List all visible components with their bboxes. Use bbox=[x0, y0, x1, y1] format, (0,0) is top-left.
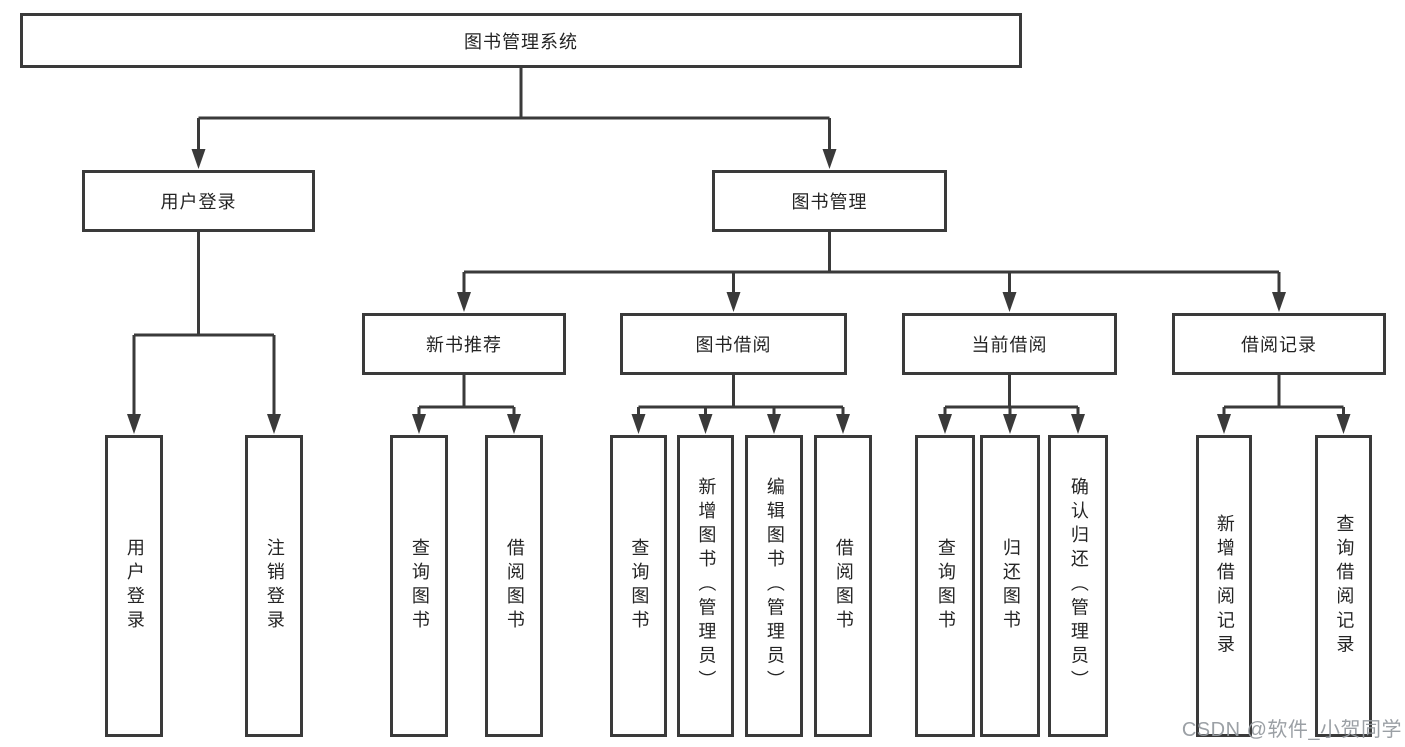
connector-currentborrow-to-leaves bbox=[943, 375, 1080, 415]
node-borrow-records: 借阅记录 bbox=[1172, 313, 1386, 375]
leaf-edit-books-admin: 编辑图书（管理员） bbox=[745, 435, 803, 737]
arrowhead-icon bbox=[1272, 292, 1286, 312]
arrowhead-icon bbox=[1003, 414, 1017, 434]
node-root: 图书管理系统 bbox=[20, 13, 1022, 68]
arrowhead-icon bbox=[267, 414, 281, 434]
leaf-confirm-return-admin: 确认归还（管理员） bbox=[1048, 435, 1108, 737]
connector-root-to-level2 bbox=[197, 68, 831, 150]
arrowhead-icon bbox=[507, 414, 521, 434]
leaf-logout: 注销登录 bbox=[245, 435, 303, 737]
arrowhead-icon bbox=[698, 414, 713, 434]
node-book-borrow: 图书借阅 bbox=[620, 313, 847, 375]
node-book-management: 图书管理 bbox=[712, 170, 947, 232]
arrowhead-icon bbox=[1336, 414, 1351, 434]
leaf-query-books-recommend: 查询图书 bbox=[390, 435, 448, 737]
arrowhead-icon bbox=[191, 149, 206, 169]
leaf-query-borrow-record: 查询借阅记录 bbox=[1315, 435, 1372, 737]
connector-bookmgmt-to-level3 bbox=[462, 232, 1281, 293]
arrowhead-icon bbox=[836, 414, 850, 434]
arrowhead-icon bbox=[631, 414, 646, 434]
arrowhead-icon bbox=[726, 292, 741, 312]
leaf-query-books-current: 查询图书 bbox=[915, 435, 975, 737]
leaf-return-books: 归还图书 bbox=[980, 435, 1040, 737]
connector-borrowrecords-to-leaves bbox=[1222, 375, 1345, 415]
node-user-login: 用户登录 bbox=[82, 170, 315, 232]
arrowhead-icon bbox=[457, 292, 471, 312]
arrowhead-icon bbox=[822, 149, 837, 169]
leaf-query-books-borrow: 查询图书 bbox=[610, 435, 667, 737]
csdn-watermark: CSDN @软件_小贺同学 bbox=[1181, 719, 1402, 741]
arrowhead-icon bbox=[938, 414, 952, 434]
arrowhead-icon bbox=[1217, 414, 1231, 434]
leaf-borrow-books: 借阅图书 bbox=[814, 435, 872, 737]
leaf-add-borrow-record: 新增借阅记录 bbox=[1196, 435, 1252, 737]
leaf-borrow-books-recommend: 借阅图书 bbox=[485, 435, 543, 737]
arrowhead-icon bbox=[767, 414, 781, 434]
arrowhead-icon bbox=[1002, 292, 1017, 312]
connector-userlogin-to-leaves bbox=[132, 232, 276, 415]
leaf-user-login: 用户登录 bbox=[105, 435, 163, 737]
node-new-book-recommend: 新书推荐 bbox=[362, 313, 566, 375]
arrowhead-icon bbox=[1071, 414, 1085, 434]
connector-bookborrow-to-leaves bbox=[637, 375, 845, 415]
connector-newbookrec-to-leaves bbox=[417, 375, 516, 415]
leaf-add-books-admin: 新增图书（管理员） bbox=[677, 435, 734, 737]
arrowhead-icon bbox=[127, 414, 141, 434]
arrowhead-icon bbox=[412, 414, 426, 434]
node-current-borrow: 当前借阅 bbox=[902, 313, 1117, 375]
